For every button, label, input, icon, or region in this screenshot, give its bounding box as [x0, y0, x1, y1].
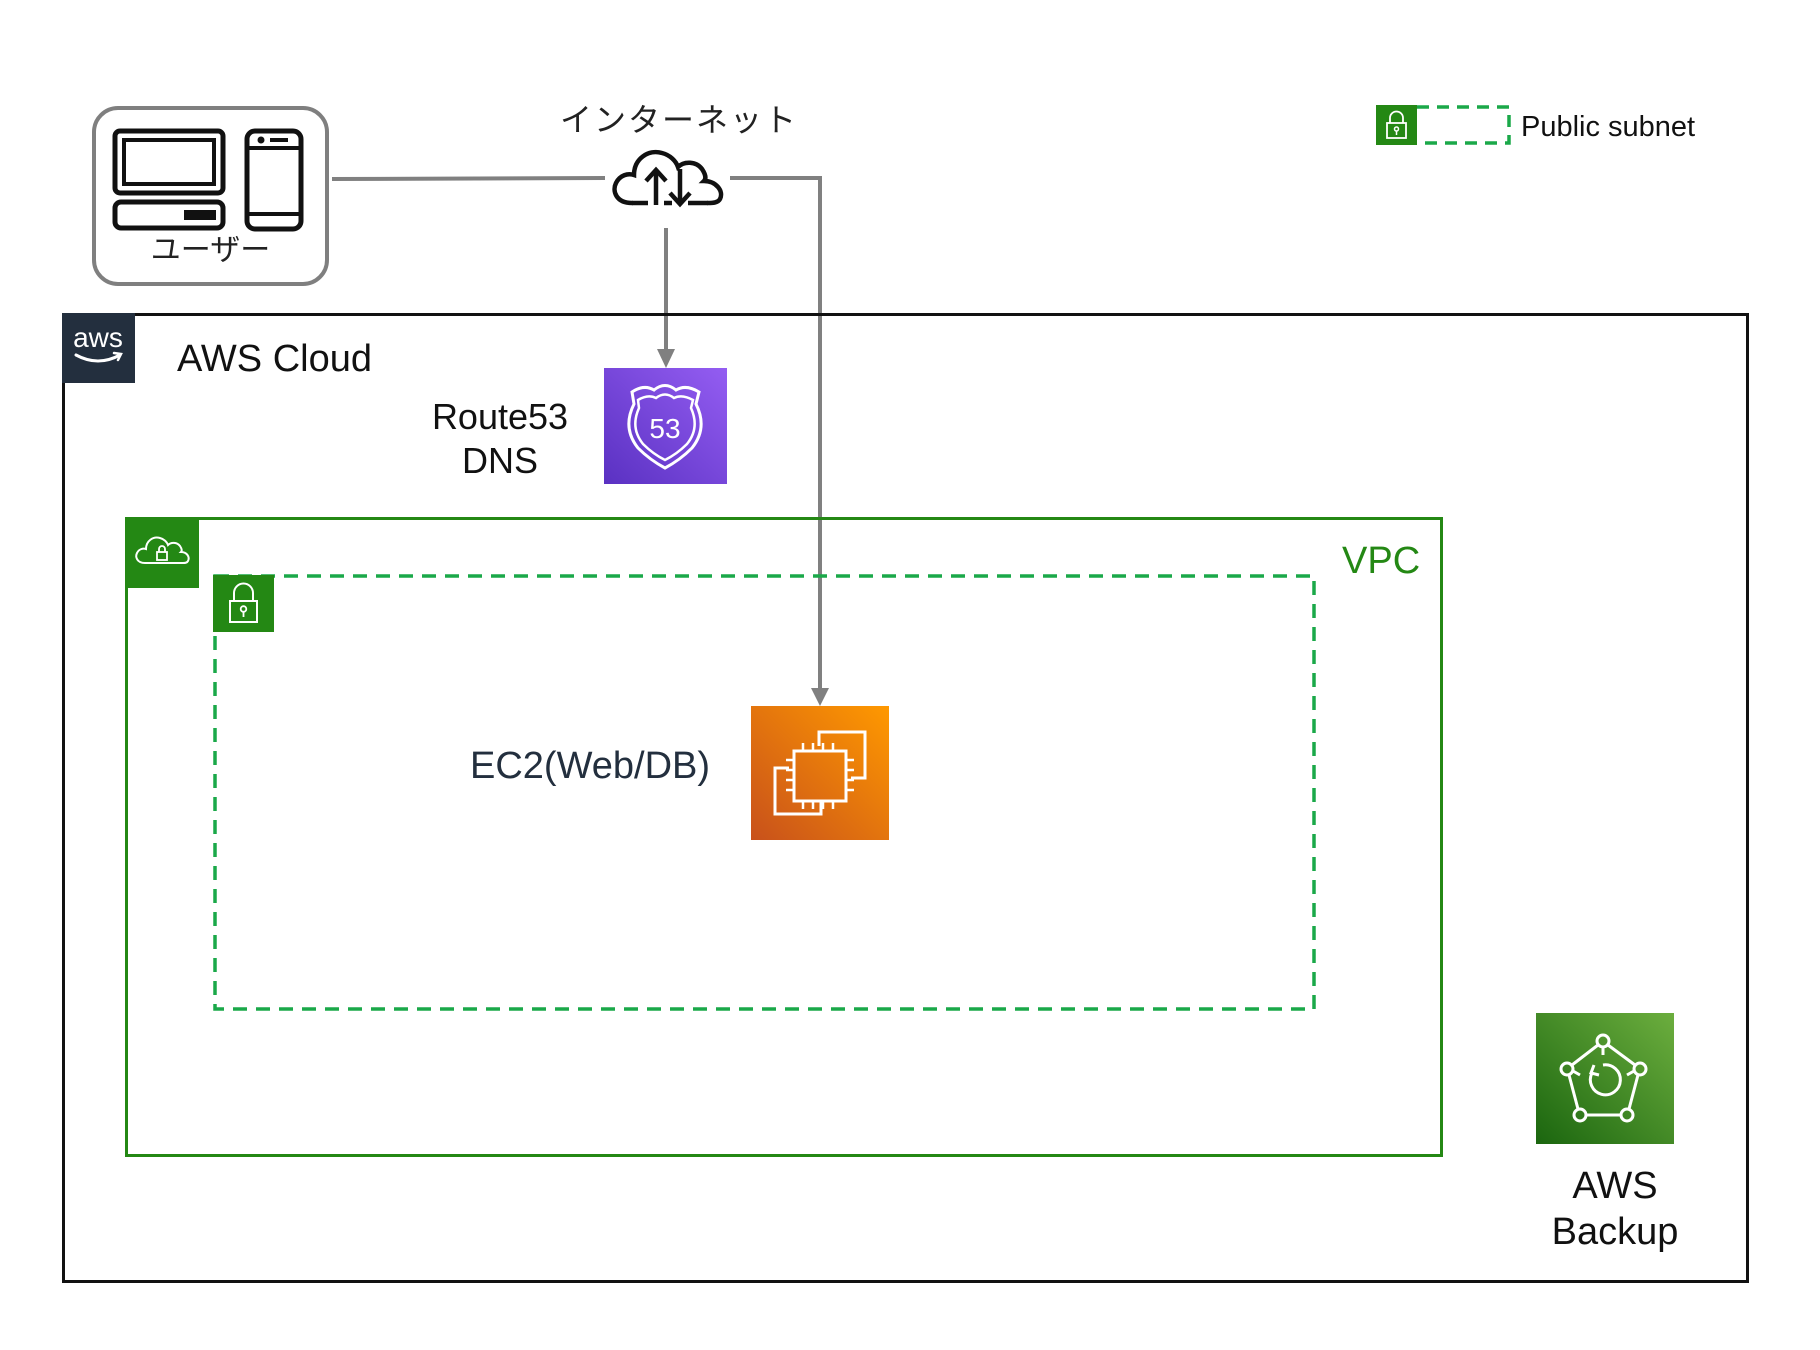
public-subnet-group	[213, 574, 1316, 1011]
route53-label-line1: Route53	[431, 396, 569, 437]
backup-label: AWS Backup	[1540, 1163, 1690, 1255]
route53-icon[interactable]: 53	[604, 368, 727, 484]
edge-user-internet	[331, 176, 606, 181]
backup-label-line2: Backup	[1551, 1211, 1679, 1253]
internet-label: インターネット	[560, 102, 799, 138]
route53-label: Route53 DNS	[420, 395, 580, 483]
user-label: ユーザー	[150, 234, 271, 267]
vpc-label: VPC	[1342, 540, 1421, 582]
aws-cloud-label: AWS Cloud	[177, 338, 372, 380]
aws-logo-text: aws	[73, 322, 123, 353]
route53-label-line2: DNS	[461, 440, 538, 481]
backup-label-line1: AWS	[1572, 1165, 1658, 1207]
ec2-chip-icon[interactable]	[751, 706, 889, 840]
aws-cloud-group	[62, 313, 1749, 1283]
vpc-cloud-lock-icon	[125, 517, 199, 588]
legend-label-public-subnet: Public subnet	[1521, 111, 1696, 143]
desktop-computer-icon	[112, 128, 226, 231]
legend-dashed-box	[1417, 105, 1511, 145]
legend-padlock-icon	[1376, 105, 1417, 145]
vpc-group	[125, 517, 1443, 1157]
user-node	[92, 106, 329, 286]
aws-logo-icon: aws	[62, 313, 135, 383]
smartphone-icon	[244, 128, 304, 232]
backup-icon[interactable]	[1536, 1013, 1674, 1144]
ec2-label: EC2(Web/DB)	[470, 745, 711, 787]
route53-badge-text: 53	[649, 413, 680, 444]
public-subnet-padlock-icon	[213, 575, 274, 632]
cloud-upload-download-icon	[612, 149, 724, 208]
